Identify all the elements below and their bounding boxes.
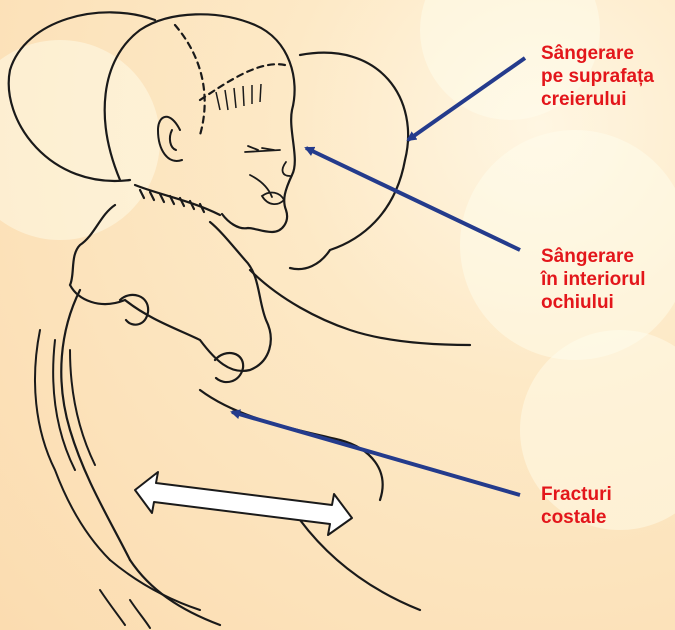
label-brain-bleeding: Sângerare pe suprafața creierului bbox=[541, 42, 654, 111]
closed-eye bbox=[245, 146, 280, 152]
nose bbox=[283, 162, 290, 176]
label-line: costale bbox=[541, 506, 612, 529]
baby-body bbox=[61, 185, 470, 625]
neck bbox=[135, 185, 220, 215]
collar bbox=[140, 190, 204, 212]
label-line: Sângerare bbox=[541, 245, 646, 268]
adult-hand bbox=[35, 330, 200, 628]
hair-strokes bbox=[216, 84, 261, 110]
arrow-eye bbox=[306, 148, 520, 250]
baby-head-motion bbox=[9, 12, 408, 269]
label-line: creierului bbox=[541, 88, 654, 111]
back bbox=[61, 290, 130, 560]
head-outline-main bbox=[105, 14, 295, 232]
shoulder-ruffle bbox=[70, 205, 271, 371]
fontanelle-dashed bbox=[175, 25, 205, 135]
label-line: Fracturi bbox=[541, 483, 612, 506]
head-outline-back bbox=[9, 12, 155, 181]
label-line: în interiorul bbox=[541, 268, 646, 291]
face bbox=[245, 146, 290, 204]
label-line: ochiului bbox=[541, 291, 646, 314]
chest bbox=[250, 270, 470, 345]
label-eye-bleeding: Sângerare în interiorul ochiului bbox=[541, 245, 646, 314]
head-outline-forward bbox=[290, 53, 408, 269]
label-rib-fractures: Fracturi costale bbox=[541, 483, 612, 529]
label-line: pe suprafața bbox=[541, 65, 654, 88]
label-line: Sângerare bbox=[541, 42, 654, 65]
legs bbox=[130, 520, 420, 625]
arrow-brain bbox=[408, 58, 525, 140]
mouth bbox=[262, 193, 284, 205]
ear bbox=[158, 117, 182, 161]
shake-motion-arrow bbox=[135, 472, 352, 535]
fontanelle-dashed bbox=[200, 64, 285, 100]
belly bbox=[200, 390, 383, 500]
arrow-ribs bbox=[232, 412, 520, 495]
